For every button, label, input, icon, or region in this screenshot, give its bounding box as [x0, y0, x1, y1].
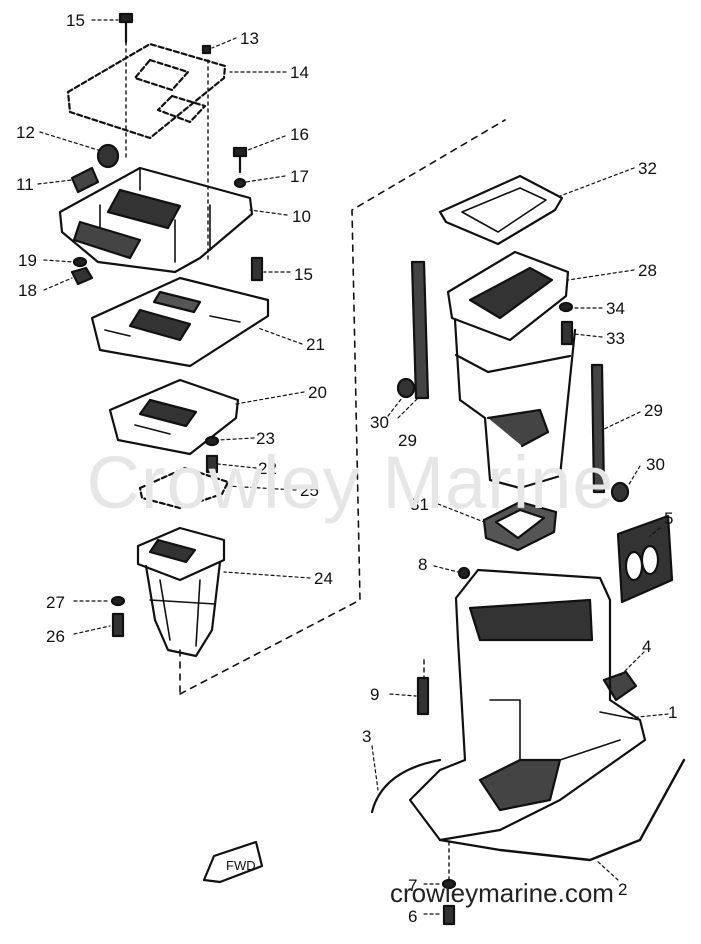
callout-26: 26 — [46, 627, 65, 646]
callout-18: 18 — [18, 281, 37, 300]
callout-34: 34 — [606, 299, 625, 318]
part-5-cover — [616, 514, 674, 604]
part-3-cable — [370, 758, 442, 814]
callout-23: 23 — [256, 429, 275, 448]
part-11-plug — [70, 166, 100, 194]
callout-3: 3 — [362, 727, 371, 746]
part-6-bolt — [442, 904, 456, 926]
part-24-exhaust-guide — [136, 526, 226, 658]
callout-16: 16 — [290, 125, 309, 144]
part-22-bolt — [205, 454, 219, 474]
callout-11: 11 — [16, 175, 34, 194]
part-26-bolt — [111, 612, 125, 638]
callout-13: 13 — [240, 29, 259, 48]
callout-27: 27 — [46, 593, 65, 612]
part-29-left-seal-strip — [410, 260, 430, 400]
part-17-washer — [233, 177, 247, 189]
part-8-pin — [457, 566, 471, 580]
callout-25: 25 — [300, 481, 319, 500]
site-url-text: crowleymarine.com — [390, 878, 614, 908]
part-29-right-seal-strip — [590, 363, 606, 494]
leader-lines — [37, 19, 669, 915]
callout-29-right: 29 — [644, 401, 663, 420]
callout-28: 28 — [638, 261, 657, 280]
callout-30-right: 30 — [646, 455, 665, 474]
part-16-bolt — [232, 146, 248, 174]
callout-19: 19 — [18, 251, 37, 270]
callout-22: 22 — [258, 459, 277, 478]
callout-17: 17 — [290, 167, 309, 186]
callout-5: 5 — [664, 509, 673, 528]
assembly-guide-line — [179, 119, 506, 695]
part-9-bolt — [416, 676, 430, 716]
callout-15-lower: 15 — [294, 265, 313, 284]
part-23-washer — [204, 435, 220, 447]
part-30-left-grommet — [396, 377, 416, 399]
part-28-upper-casing — [446, 250, 577, 490]
callout-1: 1 — [668, 703, 677, 722]
part-14-gasket — [66, 42, 227, 140]
part-4-plug — [602, 670, 638, 702]
callout-7: 7 — [408, 876, 417, 895]
callout-32: 32 — [638, 159, 657, 178]
callout-12: 12 — [16, 123, 35, 142]
callout-2: 2 — [618, 880, 627, 899]
part-25-gasket — [138, 466, 230, 510]
part-21-plate — [90, 276, 270, 368]
callout-33: 33 — [606, 329, 625, 348]
part-2-plate-seal — [438, 758, 686, 862]
part-32-gasket — [438, 174, 564, 246]
callout-10: 10 — [292, 207, 311, 226]
part-13-bolt — [201, 44, 212, 55]
part-15-lower-bolt — [250, 256, 264, 282]
callout-6: 6 — [408, 907, 417, 926]
callout-30-left: 30 — [370, 413, 389, 432]
callout-9: 9 — [370, 685, 379, 704]
part-19-washer — [72, 256, 88, 268]
callout-21: 21 — [306, 335, 325, 354]
callout-24: 24 — [314, 569, 333, 588]
fwd-label: FWD — [226, 858, 256, 873]
part-1-lower-casing — [408, 568, 647, 842]
part-34-washer — [558, 301, 574, 313]
callout-8: 8 — [418, 555, 427, 574]
part-27-washer — [110, 595, 126, 607]
part-12-seal — [96, 143, 120, 169]
callout-15-top: 15 — [66, 11, 85, 30]
callout-31: 31 — [410, 495, 429, 514]
part-15-top-bolt — [118, 12, 134, 44]
callout-20: 20 — [308, 383, 327, 402]
callout-4: 4 — [642, 637, 651, 656]
fwd-arrow: FWD — [202, 840, 264, 884]
part-31-gasket — [482, 500, 558, 552]
callout-14: 14 — [290, 63, 309, 82]
callout-29-left: 29 — [398, 431, 417, 450]
callout-numbers: 1 2 3 4 5 6 7 8 9 10 11 12 13 14 15 15 1… — [16, 11, 677, 926]
part-10-housing — [58, 166, 254, 274]
part-30-right-grommet — [610, 481, 630, 503]
part-20-plate — [108, 378, 240, 456]
part-18-nut — [70, 266, 94, 286]
part-33-bolt — [560, 320, 574, 346]
